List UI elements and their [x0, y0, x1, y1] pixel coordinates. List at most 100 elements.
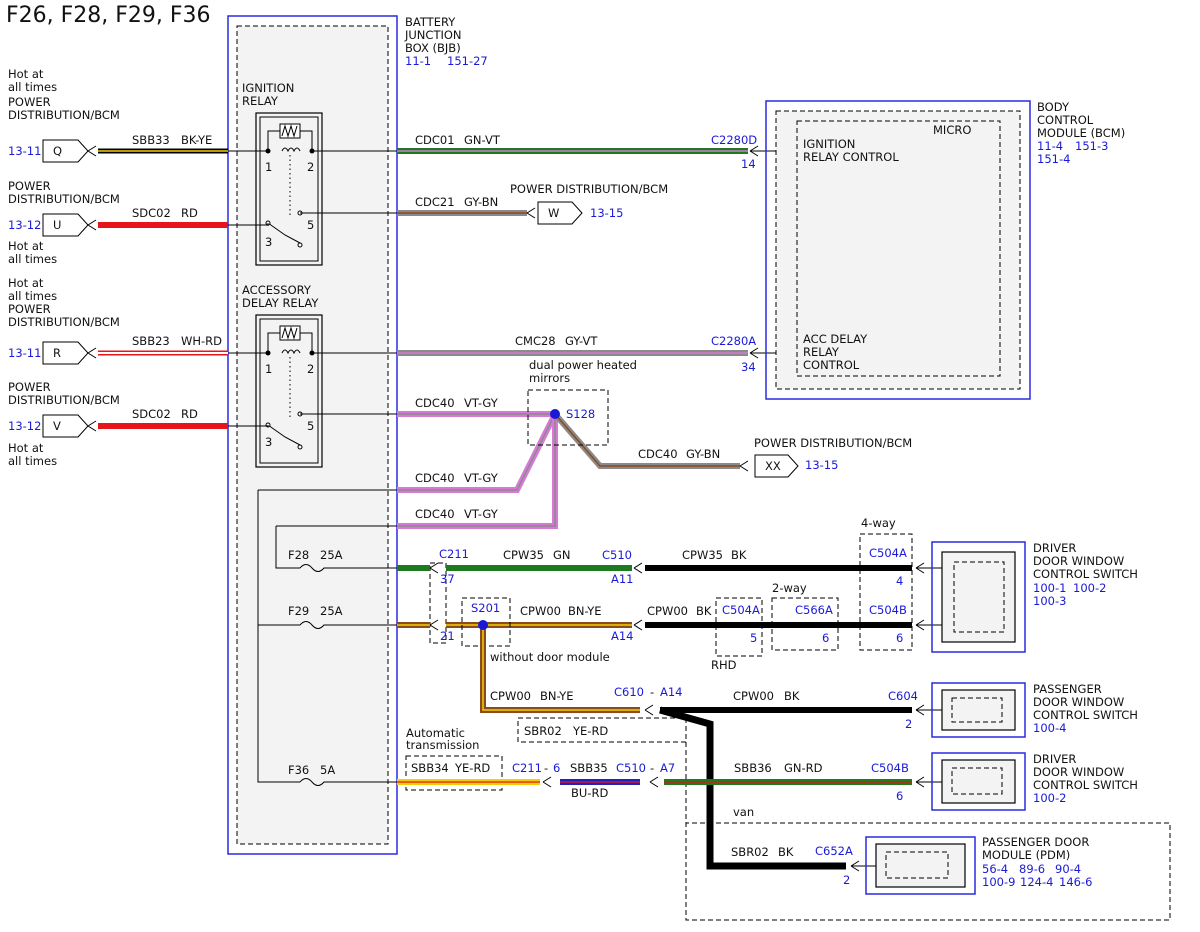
ign-switch-arm [267, 222, 301, 244]
connector-r[interactable] [42, 341, 89, 365]
conn-c2280d[interactable]: C2280D [711, 133, 757, 147]
bcm-ref-3[interactable]: 151-4 [1037, 152, 1070, 166]
conn-c504a-5: 5 [750, 631, 757, 645]
ddw-ref-3[interactable]: 100-3 [1033, 594, 1066, 608]
splice-s128[interactable] [550, 409, 560, 419]
connector-u[interactable] [42, 213, 89, 237]
pdm-ref-5[interactable]: 124-4 [1020, 875, 1053, 889]
circuit-sdc02-a: SDC02 [132, 206, 171, 220]
pdm-ref-1[interactable]: 56-4 [982, 862, 1008, 876]
pass-door-switch[interactable] [941, 689, 1016, 731]
circuit-sdc02-b: SDC02 [132, 407, 171, 421]
circuit-sbb34: SBB34 [411, 761, 449, 775]
ref-w[interactable]: 13-15 [590, 206, 623, 220]
pdm-module[interactable] [875, 843, 966, 888]
pass-door-switch-inner [951, 697, 1003, 723]
bcm-ref-1[interactable]: 11-4 [1037, 139, 1063, 153]
conn-c2280a[interactable]: C2280A [711, 334, 756, 348]
acc-relay-label-1: ACCESSORY [242, 283, 312, 297]
bcm-ign-1: IGNITION [803, 137, 855, 151]
page-title: F26, F28, F29, F36 [6, 3, 211, 28]
circuit-cpw00-b: CPW00 [647, 604, 688, 618]
wire-cdc40-d-stripe [554, 413, 740, 467]
pdw-ref-1[interactable]: 100-4 [1033, 721, 1066, 735]
conn-c504a[interactable]: C504A [869, 546, 907, 560]
ddw2-label-2: DOOR WINDOW [1033, 765, 1124, 779]
ddw-label-3: CONTROL SWITCH [1033, 567, 1138, 581]
color-bk-a: BK [731, 548, 747, 562]
ref-q[interactable]: 13-11 [8, 144, 41, 158]
pdm-ref-3[interactable]: 90-4 [1055, 862, 1081, 876]
circuit-cdc21: CDC21 [415, 195, 455, 209]
ign-pin-5: 5 [307, 218, 314, 232]
all-times-label: all times [8, 80, 57, 94]
pdm-ref-2[interactable]: 89-6 [1019, 862, 1045, 876]
conn-c610-a14: A14 [660, 685, 683, 699]
pdm-ref-6[interactable]: 146-6 [1059, 875, 1092, 889]
connector-v-label: V [53, 419, 61, 433]
driver-door-switch-inner [953, 561, 1005, 633]
chevron-c604 [915, 704, 942, 716]
chevron-c610 [644, 704, 654, 716]
connector-v[interactable] [42, 414, 89, 438]
bcm-ref-2[interactable]: 151-3 [1075, 139, 1108, 153]
conn-c510[interactable]: C510 [602, 548, 632, 562]
conn-c510-dash: - [650, 761, 654, 775]
ref-r[interactable]: 13-11 [8, 346, 41, 360]
ref-xx[interactable]: 13-15 [805, 458, 838, 472]
chevron-c504a [915, 562, 942, 574]
chevron-c504b [915, 619, 942, 631]
coil-zigzag-2 [281, 326, 298, 340]
conn-c510-a11: A11 [611, 572, 634, 586]
bjb-ref-1[interactable]: 11-1 [405, 54, 431, 68]
bjb-ref-2[interactable]: 151-27 [447, 54, 488, 68]
connector-r-label: R [53, 346, 61, 360]
conn-c510-a14: A14 [611, 629, 634, 643]
ddw-label-2: DOOR WINDOW [1033, 554, 1124, 568]
conn-c652a[interactable]: C652A [815, 844, 853, 858]
ddw2-ref-1[interactable]: 100-2 [1033, 791, 1066, 805]
color-bu-rd: BU-RD [571, 786, 608, 800]
conn-c211-b[interactable]: C211 [512, 761, 542, 775]
chevron-c211-6 [542, 776, 552, 788]
acc-pin-1: 1 [265, 362, 272, 376]
chevron-c504b-2 [915, 776, 942, 788]
ref-u[interactable]: 13-12 [8, 218, 41, 232]
circuit-sbr02: SBR02 [524, 724, 562, 738]
ddw-ref-1[interactable]: 100-1 [1033, 581, 1066, 595]
conn-c504a-4: 4 [896, 574, 903, 588]
chevron-u [87, 219, 97, 231]
ref-v[interactable]: 13-12 [8, 419, 41, 433]
s128-dashed-box [527, 389, 609, 446]
pd-label-1b: POWER [8, 179, 51, 193]
pdm-label-2: MODULE (PDM) [982, 848, 1070, 862]
connector-q[interactable] [42, 139, 89, 163]
conn-c604[interactable]: C604 [888, 689, 918, 703]
acc-switch-arm [267, 424, 301, 446]
conn-c566a[interactable]: C566A [795, 603, 833, 617]
bcm-acc-3: CONTROL [803, 358, 860, 372]
conn-c504b[interactable]: C504B [869, 603, 907, 617]
pd-label-w: POWER DISTRIBUTION/BCM [510, 182, 668, 196]
conn-c211[interactable]: C211 [439, 547, 469, 561]
connector-w[interactable] [537, 201, 583, 225]
connector-xx[interactable] [754, 454, 799, 478]
circuit-cdc40-d: CDC40 [638, 447, 678, 461]
color-gn-vt: GN-VT [464, 133, 501, 147]
pdm-ref-4[interactable]: 100-9 [982, 875, 1015, 889]
label-van: van [733, 805, 754, 819]
driver-door-switch-2[interactable] [941, 759, 1016, 804]
acc-coil-leads [267, 332, 313, 353]
conn-c504b-2[interactable]: C504B [871, 761, 909, 775]
splice-s128-label: S128 [566, 407, 595, 421]
conn-c504a-2[interactable]: C504A [722, 603, 760, 617]
color-vt-gy-c: VT-GY [464, 507, 499, 521]
ddw-ref-2[interactable]: 100-2 [1073, 581, 1106, 595]
splice-s201[interactable] [478, 620, 488, 630]
hot-label: Hot at [8, 67, 44, 81]
fuse-f36-name: F36 [288, 763, 309, 777]
conn-c610[interactable]: C610 [614, 685, 644, 699]
hot-label-d: Hot at [8, 441, 44, 455]
chevron-q [87, 145, 97, 157]
conn-c510-b[interactable]: C510 [616, 761, 646, 775]
